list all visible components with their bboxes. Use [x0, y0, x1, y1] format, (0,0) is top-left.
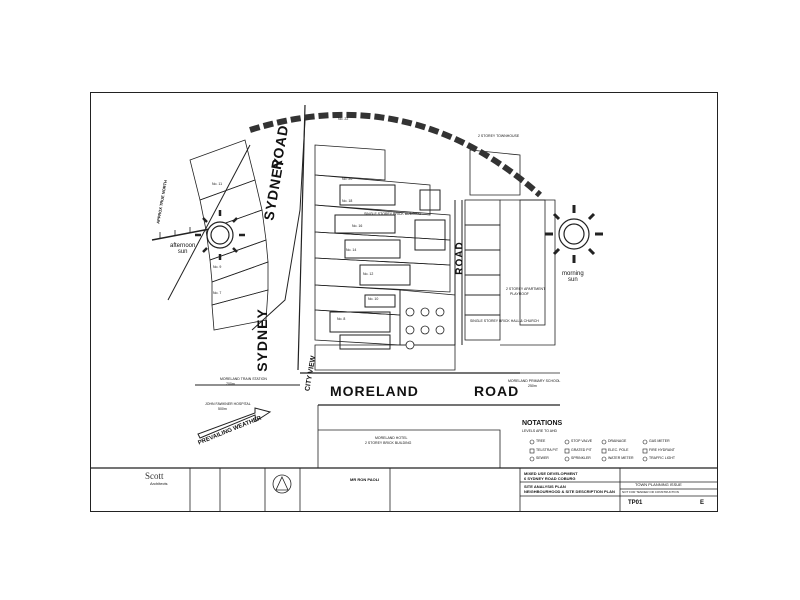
sydney-road-lower-label: SYDNEY	[253, 308, 270, 372]
lot-no-20: No. 20	[342, 177, 353, 181]
lot-no-8: No. 8	[337, 317, 346, 321]
drawing-number: TP01	[628, 500, 643, 506]
prevailing-weather-arrow	[197, 407, 272, 439]
train-station-label: MORELAND TRAIN STATION	[220, 377, 267, 381]
lot-no-18: No. 18	[342, 199, 353, 203]
playroof-label: PLAYROOF	[510, 292, 529, 296]
firm-logo: Scott	[145, 471, 164, 481]
notation-symbols	[529, 439, 648, 462]
townhouses	[464, 149, 556, 346]
afternoon-sun-label: afternoon sun	[170, 243, 196, 255]
trees	[405, 307, 445, 350]
notation-item-4: GRATED PIT	[571, 448, 592, 452]
stage-label: TOWN PLANNING ISSUE	[635, 482, 682, 487]
lot-no-14: No. 14	[346, 248, 357, 252]
afternoon-sun-icon	[195, 210, 245, 260]
townhouse-label: 2 STOREY TOWNHOUSE	[478, 134, 520, 138]
sydney-road-site-boundary	[297, 104, 306, 371]
morning-sun-label: morning sun	[562, 271, 584, 283]
notation-item-7: ELEC. POLE	[608, 448, 629, 452]
notation-item-10: FIRE HYDRANT	[649, 448, 675, 452]
road-right-label: ROAD	[454, 241, 466, 275]
apartment-label: 2 STOREY APARTMENT	[506, 287, 546, 291]
notation-item-6: DRAINAGE	[608, 439, 627, 443]
firm-sub: Architects	[150, 481, 168, 486]
sydney-road-east-kerb	[251, 119, 306, 331]
sydney-road-west-kerb	[167, 144, 251, 301]
train-station-dist: 700m	[226, 382, 235, 386]
project-address: 6 SYDNEY ROAD COBURG	[524, 476, 576, 481]
moreland-hotel-desc: 2 STOREY BRICK BUILDING	[365, 441, 412, 445]
moreland-hotel-outline	[318, 429, 501, 468]
hospital-dist: 500m	[218, 407, 227, 411]
morning-sun-icon	[545, 205, 603, 263]
lot-no-7: No. 7	[213, 291, 222, 295]
hall-church-label: SINGLE STOREY BRICK HALL & CHURCH	[470, 319, 539, 323]
drawing-title-1: SITE ANALYSIS PLAN	[524, 484, 566, 489]
stage-note: NOT FOR TENDER OR CONSTRUCTION	[622, 490, 679, 494]
lot-no-11: No. 11	[212, 182, 223, 186]
notation-item-0: TREE	[536, 439, 546, 443]
primary-school-label: MORELAND PRIMARY SCHOOL	[508, 379, 561, 383]
notations-levels: LEVELS ARE TO AHD	[522, 429, 558, 433]
notations-title: NOTATIONS	[522, 420, 563, 427]
drawing-title-2: NEIGHBOURHOOD & SITE DESCRIPTION PLAN	[524, 489, 615, 494]
notation-item-8: WATER METER	[608, 456, 634, 460]
moreland-hotel-label: MORELAND HOTEL	[375, 436, 408, 440]
single-storey-label: SINGLE STOREY BRICK BUILDING	[364, 212, 422, 216]
primary-school-dist: 250m	[528, 384, 537, 388]
lot-no-22: No. 22	[338, 117, 349, 121]
notation-item-3: STOP VALVE	[571, 439, 593, 443]
subject-lots	[314, 144, 456, 371]
notation-item-2: SEWER	[536, 456, 549, 460]
north-arrow-line	[151, 227, 216, 241]
lot-no-16: No. 16	[352, 224, 363, 228]
notation-item-11: TRAFFIC LIGHT	[649, 456, 676, 460]
project-title: MIXED USE DEVELOPMENT	[524, 471, 578, 476]
drawing-sheet	[90, 92, 718, 512]
notation-item-9: GAS METER	[649, 439, 670, 443]
moreland-road-label: MORELAND	[330, 383, 419, 399]
lot-no-12: No. 12	[363, 272, 374, 276]
client-name: MR RON PAOLI	[350, 477, 380, 482]
lot-no-10: No. 10	[368, 297, 379, 301]
buildings	[329, 184, 446, 350]
lot-no-9: No. 9	[213, 265, 222, 269]
sun-path-arc	[249, 111, 542, 198]
notation-item-1: TELSTRA PIT	[536, 448, 558, 452]
moreland-road-road-label: ROAD	[474, 383, 520, 399]
notation-item-5: SPRINKLER	[571, 456, 591, 460]
revision-letter: E	[700, 500, 705, 506]
hospital-label: JOHN FAWKNER HOSPITAL	[205, 402, 251, 406]
title-block-lines	[90, 467, 718, 512]
